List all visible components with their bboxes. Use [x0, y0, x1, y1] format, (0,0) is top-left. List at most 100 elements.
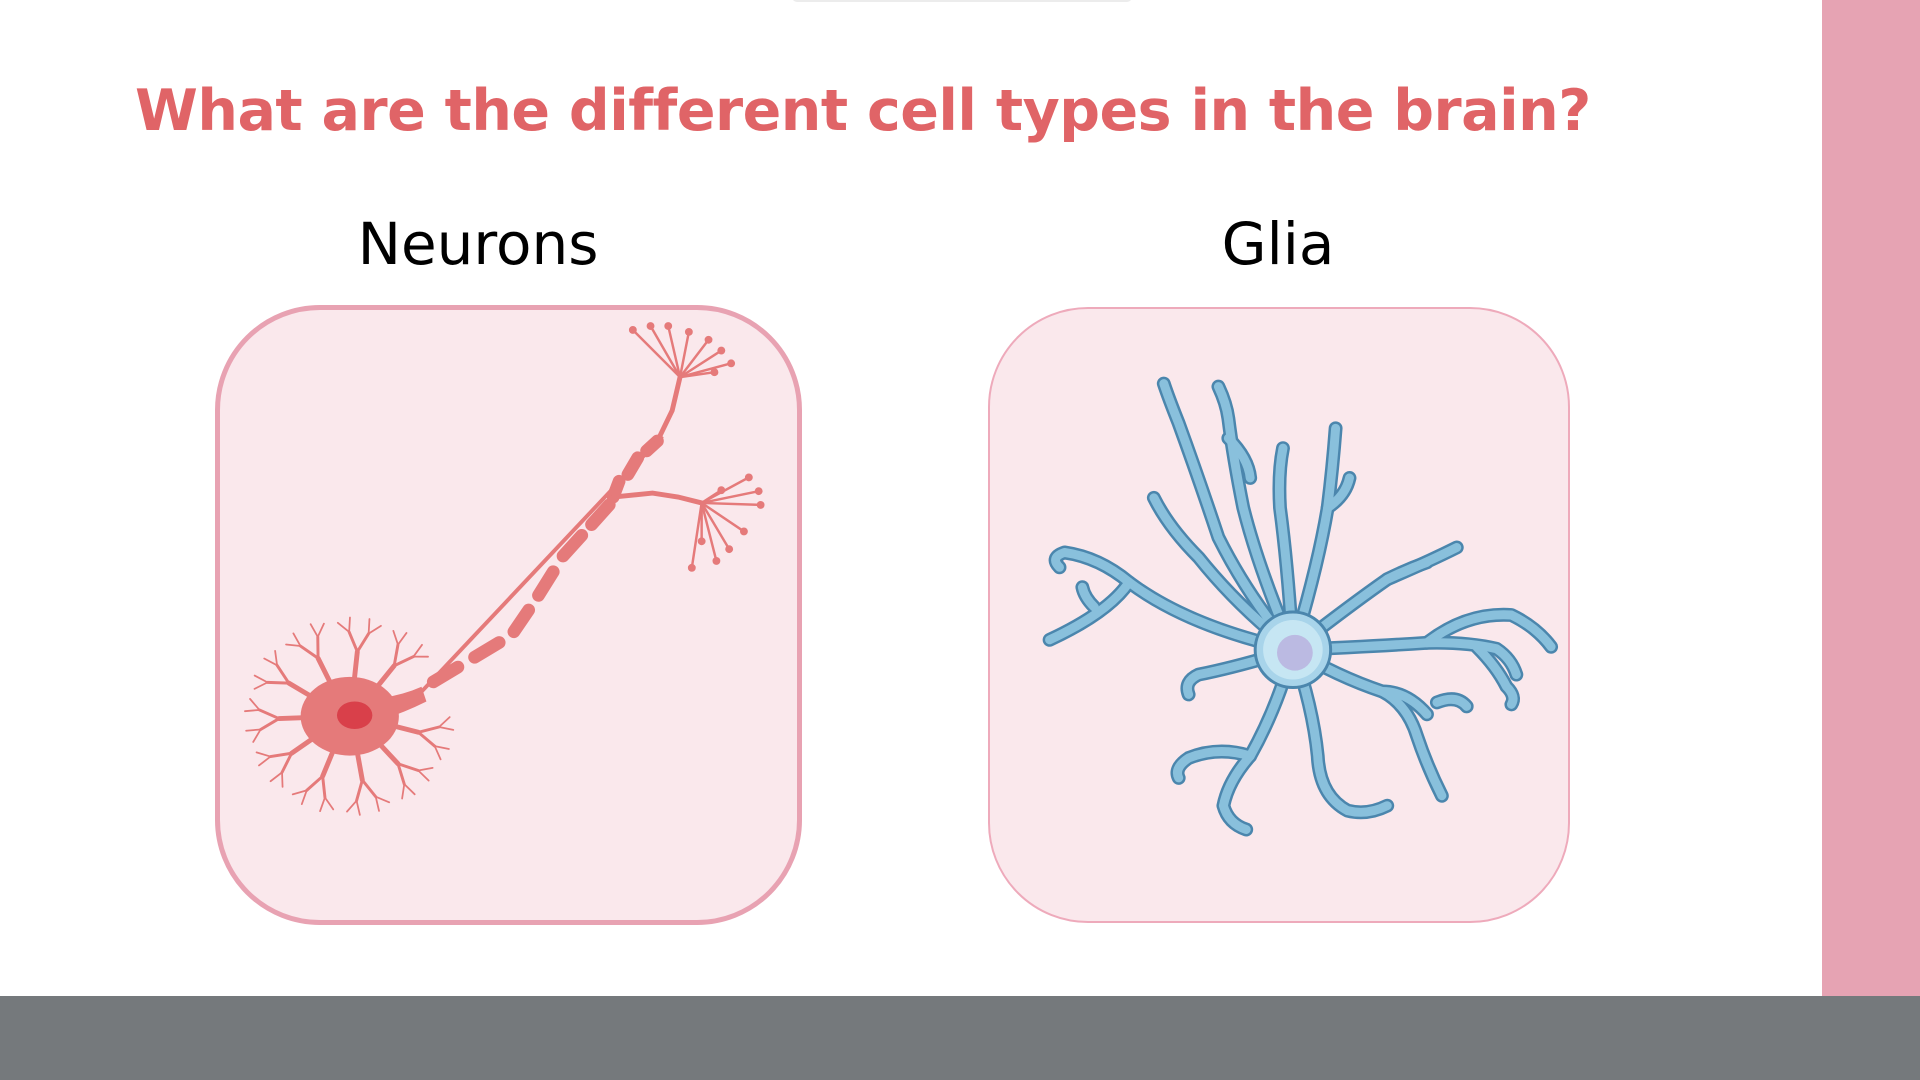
dendrite-branch — [374, 795, 391, 804]
dendrite-branch — [348, 616, 351, 633]
myelin-segment — [532, 565, 560, 602]
astrocyte-drawing — [1042, 376, 1559, 837]
dendrite-branch — [374, 795, 380, 812]
dendrite-branch — [438, 716, 451, 728]
terminal-branch — [678, 330, 691, 379]
dendrite-branch — [392, 630, 399, 646]
glial-process — [1159, 379, 1298, 655]
dendrite-branch — [274, 650, 278, 667]
axon-collateral — [610, 490, 705, 506]
terminal-branch — [631, 328, 682, 379]
dendrite-branch — [367, 618, 371, 635]
dendrite-branch — [263, 657, 278, 667]
glial-process — [1223, 433, 1255, 483]
dendrite-branch — [292, 632, 302, 647]
dendrite-branch — [417, 769, 430, 782]
dendrite-branch — [266, 680, 291, 685]
dendrite-branch — [253, 674, 269, 684]
dendrite-branch — [412, 643, 423, 658]
synaptic-bouton — [725, 545, 734, 554]
dendrite-branch — [252, 728, 262, 743]
synaptic-bouton — [646, 322, 655, 330]
dendrite-branch — [336, 621, 351, 633]
synaptic-bouton — [684, 327, 693, 336]
synaptic-bouton — [628, 326, 637, 334]
axon-terminal — [654, 374, 683, 444]
dendrite-branch — [433, 745, 442, 761]
glial-process — [1077, 582, 1099, 612]
neuron-drawing — [244, 322, 765, 816]
dendrite-branch — [249, 697, 261, 711]
neurons-card — [215, 305, 802, 925]
footer-bar — [0, 996, 1920, 1080]
dendrite-branch — [416, 725, 441, 734]
terminal-branch — [700, 501, 731, 551]
dendrite-branch — [433, 745, 450, 750]
dendrite-branch — [392, 655, 415, 668]
synaptic-bouton — [754, 487, 763, 496]
dendrite-branch — [281, 771, 284, 788]
neuron-nucleus — [336, 701, 373, 730]
dendrite-branch — [396, 762, 406, 786]
dendrite-branch — [269, 771, 283, 783]
myelin-segment — [585, 498, 616, 531]
myelin-segment — [468, 636, 506, 664]
dendrite-branch — [309, 623, 319, 638]
terminal-branch — [678, 370, 716, 379]
synaptic-bouton — [710, 368, 719, 377]
dendrite-branch — [275, 663, 291, 685]
synaptic-bouton — [717, 346, 726, 355]
dendrite-branch — [257, 708, 281, 721]
dendrite-branch — [258, 755, 272, 767]
dendrite-branch — [255, 751, 272, 758]
glial-process — [1218, 645, 1298, 834]
dendrite-branch — [269, 751, 294, 759]
terminal-branch — [690, 501, 703, 570]
dendrite-branch — [360, 778, 378, 799]
synaptic-bouton — [697, 537, 706, 546]
terminal-branch — [700, 501, 718, 563]
dendrite-branch — [346, 799, 358, 813]
dendrite-branch — [244, 709, 261, 713]
glial-process — [1045, 577, 1134, 645]
dendrite-branch — [245, 728, 262, 732]
synaptic-bouton — [744, 473, 753, 482]
glial-process — [1274, 443, 1298, 655]
glial-process — [1173, 747, 1255, 783]
dendrite-branch — [367, 624, 382, 635]
dendrite-branch — [401, 783, 406, 800]
side-accent-bar — [1822, 0, 1920, 996]
dendrite-branch — [319, 796, 326, 813]
terminal-branch — [678, 338, 710, 379]
terminal-branch — [649, 324, 682, 379]
glial-process — [1051, 547, 1298, 655]
dendrite-branch — [324, 796, 335, 811]
dendrite-branch — [259, 717, 281, 731]
dendrite-branch — [397, 632, 408, 646]
dendrite-branch — [316, 622, 325, 638]
dendrite-branch — [280, 751, 294, 774]
dendrite-branch — [403, 783, 416, 796]
terminal-branch — [700, 501, 746, 533]
glial-process — [1288, 638, 1521, 680]
synaptic-bouton — [727, 359, 736, 368]
top-tab — [792, 0, 1132, 2]
dendrite-branch — [416, 730, 437, 748]
dendrite-branch — [305, 774, 325, 792]
axon-core — [420, 434, 664, 694]
dendrite-branch — [396, 762, 420, 772]
terminal-branch — [667, 324, 682, 379]
terminal-branch — [700, 501, 762, 507]
synaptic-bouton — [756, 500, 765, 509]
neuron-illustration — [244, 322, 765, 816]
astrocyte-illustration — [1042, 376, 1559, 837]
glia-card — [988, 307, 1570, 923]
dendrite-branch — [355, 799, 361, 816]
dendrite-branch — [285, 643, 302, 647]
glial-process — [1213, 382, 1298, 655]
dendrite-branch — [347, 630, 359, 654]
dendrite-branch — [291, 789, 308, 796]
neurons-label: Neurons — [357, 210, 599, 278]
slide-title: What are the different cell types in the… — [135, 78, 1591, 144]
dendrite-branch — [438, 726, 455, 731]
